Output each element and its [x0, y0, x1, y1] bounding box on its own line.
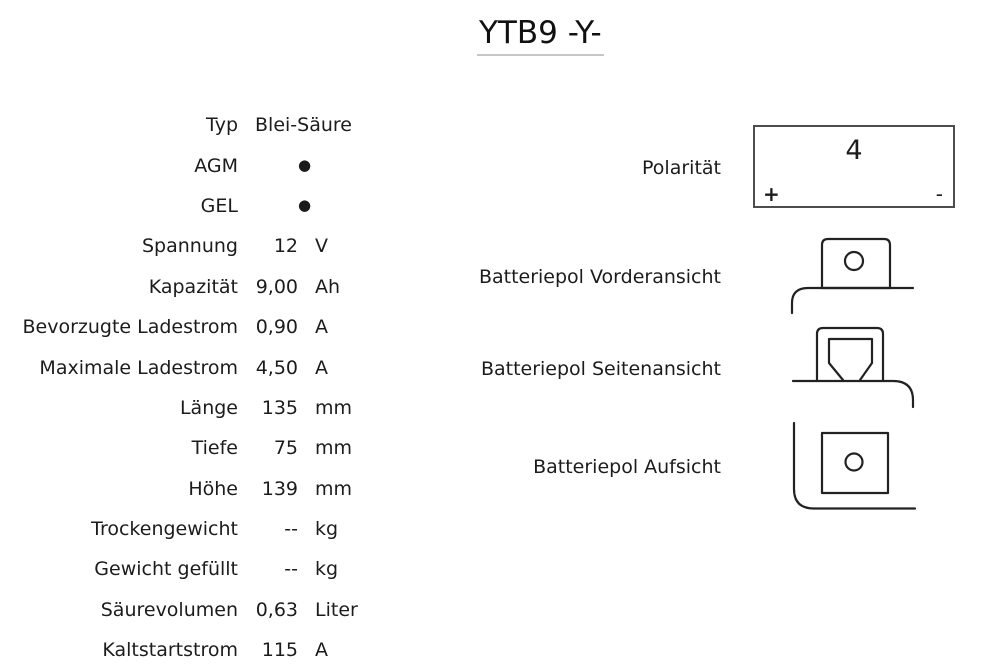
spec-value: Blei-Säure [255, 114, 352, 137]
spec-label: Maximale Ladestrom [39, 356, 238, 379]
spec-value: 139 [261, 477, 298, 500]
spec-unit: A [315, 639, 328, 662]
spec-unit: mm [315, 437, 353, 460]
terminal-hole [844, 452, 864, 472]
spec-row: Säurevolumen 0,63 Liter [0, 590, 380, 630]
spec-unit: mm [315, 396, 353, 419]
spec-row: Länge 135 mm [0, 388, 380, 428]
terminal-block [820, 431, 890, 495]
spec-value: 75 [273, 437, 298, 460]
battery-pole-top-icon [792, 421, 917, 510]
polarity-value: 4 [845, 135, 863, 166]
spec-unit: A [315, 356, 328, 379]
spec-label: Kapazität [148, 275, 238, 298]
polarity-box: 4 + - [753, 125, 955, 208]
spec-row: Maximale Ladestrom 4,50 A [0, 347, 380, 387]
spec-value: 4,50 [255, 356, 298, 379]
battery-pole-front-icon [790, 237, 915, 315]
spec-unit: kg [315, 558, 339, 581]
terminal-hole [843, 250, 865, 272]
spec-value: ● [298, 196, 312, 215]
spec-label: Höhe [188, 477, 238, 500]
spec-unit: V [315, 235, 328, 258]
battery-edge-line [790, 286, 915, 315]
spec-label: Bevorzugte Ladestrom [22, 316, 238, 339]
spec-row: Typ Blei-Säure [0, 105, 380, 145]
spec-label: Kaltstartstrom [102, 639, 238, 662]
spec-row: Kapazität 9,00 Ah [0, 267, 380, 307]
spec-label: Tiefe [191, 437, 238, 460]
spec-unit: Liter [315, 598, 358, 621]
spec-row: Gewicht gefüllt -- kg [0, 549, 380, 589]
side-view-label: Batteriepol Seitenansicht [480, 358, 721, 380]
spec-unit: mm [315, 477, 353, 500]
spec-row: Spannung 12 V [0, 226, 380, 266]
polarity-label: Polarität [642, 157, 721, 179]
spec-unit: A [315, 316, 328, 339]
spec-label: Spannung [142, 235, 238, 258]
top-view-label: Batteriepol Aufsicht [533, 456, 721, 478]
plus-terminal-marker: + [763, 182, 780, 206]
spec-value: 135 [261, 396, 298, 419]
spec-value: 115 [261, 639, 298, 662]
spec-label: AGM [194, 154, 238, 177]
spec-value: 12 [273, 235, 298, 258]
battery-pole-side-icon [791, 326, 915, 409]
spec-label: Gewicht gefüllt [94, 558, 238, 581]
battery-edge-line [791, 379, 915, 409]
spec-label: Säurevolumen [100, 598, 238, 621]
spec-row: Tiefe 75 mm [0, 428, 380, 468]
spec-label: Trockengewicht [91, 518, 238, 541]
spec-label: Länge [179, 396, 238, 419]
spec-label: Typ [206, 114, 238, 137]
spec-row: GEL ● [0, 186, 380, 226]
battery-corner-line [792, 421, 917, 510]
spec-row: Bevorzugte Ladestrom 0,90 A [0, 307, 380, 347]
page-title: YTB9 -Y- [477, 15, 604, 56]
spec-unit: kg [315, 518, 339, 541]
spec-row: AGM ● [0, 145, 380, 185]
spec-value: 0,63 [255, 598, 298, 621]
front-view-label: Batteriepol Vorderansicht [478, 266, 721, 288]
spec-row: Höhe 139 mm [0, 469, 380, 509]
spec-row: Kaltstartstrom 115 A [0, 630, 380, 669]
spec-value: ● [298, 156, 312, 175]
spec-value: 9,00 [255, 275, 298, 298]
minus-terminal-marker: - [935, 182, 943, 206]
spec-unit: Ah [315, 275, 341, 298]
terminal-slot [827, 337, 874, 382]
spec-value: -- [284, 518, 298, 541]
spec-label: GEL [200, 194, 238, 217]
terminal-block [815, 326, 885, 383]
terminal-block [820, 237, 892, 290]
spec-value: 0,90 [255, 316, 298, 339]
spec-value: -- [284, 558, 298, 581]
spec-row: Trockengewicht -- kg [0, 509, 380, 549]
